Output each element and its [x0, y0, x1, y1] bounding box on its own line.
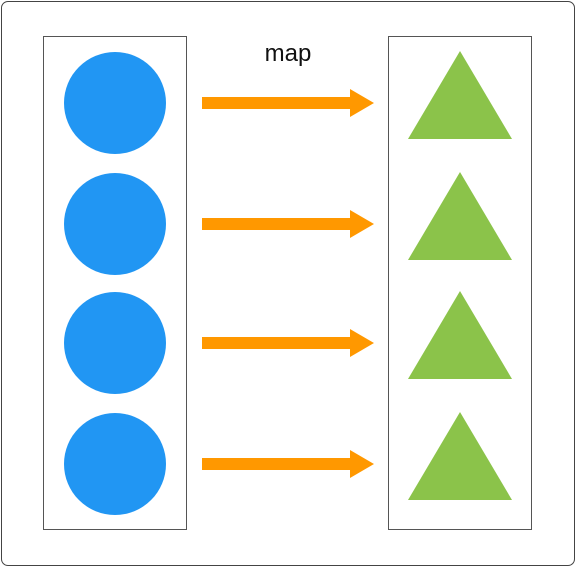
triangle-icon: [408, 172, 512, 260]
right-arrow-icon: [202, 89, 374, 117]
right-arrow-icon: [202, 450, 374, 478]
triangle-icon: [408, 412, 512, 500]
triangle-icon: [408, 291, 512, 379]
map-label: map: [264, 40, 312, 67]
circle-icon: [64, 292, 166, 394]
right-arrow-icon: [202, 329, 374, 357]
circle-icon: [64, 413, 166, 515]
circle-icon: [64, 52, 166, 154]
right-arrow-icon: [202, 210, 374, 238]
circle-icon: [64, 173, 166, 275]
triangle-icon: [408, 51, 512, 139]
